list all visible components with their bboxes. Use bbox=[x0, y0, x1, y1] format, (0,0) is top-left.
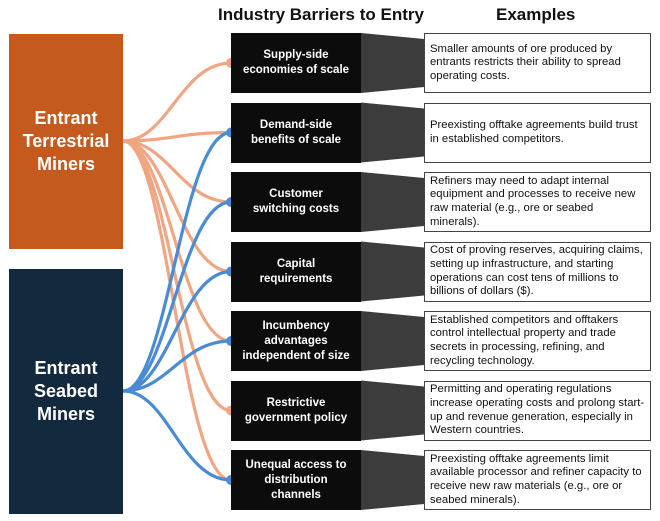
example-box: Cost of proving reserves, acquiring clai… bbox=[424, 241, 651, 302]
terrestrial-link-line bbox=[121, 130, 233, 143]
entrant-seabed-miners: Entrant Seabed Miners bbox=[9, 269, 123, 514]
example-text: Preexisting offtake agreements limit ava… bbox=[430, 452, 642, 506]
example-box: Preexisting offtake agreements build tru… bbox=[424, 102, 651, 163]
example-text: Cost of proving reserves, acquiring clai… bbox=[430, 244, 643, 298]
example-text: Established competitors and offtakers co… bbox=[430, 313, 619, 367]
barrier-label-line: advantages bbox=[264, 334, 328, 347]
terrestrial-link-line bbox=[121, 139, 233, 482]
barrier-connector bbox=[361, 33, 424, 93]
barrier-box: Supply-side economies of scale bbox=[231, 33, 361, 93]
barrier-label-line: Unequal access to bbox=[245, 458, 347, 471]
barrier-connector bbox=[361, 241, 424, 302]
terrestrial-link-line bbox=[121, 139, 233, 343]
barrier-box: Restrictive government policy bbox=[231, 380, 361, 441]
example-box: Established competitors and offtakers co… bbox=[424, 311, 651, 371]
terrestrial-link-line bbox=[121, 61, 233, 143]
barrier-connector bbox=[361, 102, 424, 163]
barrier-label-line: requirements bbox=[259, 272, 333, 285]
example-text: Preexisting offtake agreements build tru… bbox=[430, 118, 638, 145]
barrier-box: Unequal access to distribution channels bbox=[231, 450, 361, 510]
barrier-box: Incumbency advantages independent of size bbox=[231, 311, 361, 371]
barrier-label-line: economies of scale bbox=[242, 64, 350, 76]
seabed-link-line bbox=[121, 269, 233, 393]
seabed-link-line bbox=[121, 200, 233, 393]
barriers-header: Industry Barriers to Entry bbox=[218, 5, 424, 24]
example-text: Smaller amounts of ore produced by entra… bbox=[430, 42, 621, 82]
seabed-link-line bbox=[121, 339, 233, 393]
barrier-label-line: independent of size bbox=[242, 349, 350, 362]
barrier-label-line: switching costs bbox=[252, 203, 340, 215]
example-text: Refiners may need to adapt internal equi… bbox=[430, 174, 636, 228]
barrier-connector bbox=[361, 172, 424, 232]
barrier-label-line: Demand-side bbox=[259, 118, 333, 131]
barrier-connector bbox=[361, 380, 424, 441]
barrier-label-line: distribution bbox=[264, 473, 328, 486]
example-box: Refiners may need to adapt internal equi… bbox=[424, 172, 651, 232]
examples-header: Examples bbox=[496, 5, 576, 24]
terrestrial-label-line: Entrant bbox=[34, 108, 98, 128]
seabed-link-line bbox=[121, 389, 233, 482]
example-text: Permitting and operating regulations inc… bbox=[430, 383, 645, 437]
terrestrial-link-line bbox=[121, 139, 233, 204]
barrier-label-line: Capital bbox=[276, 257, 316, 270]
barrier-label-line: channels bbox=[271, 488, 321, 501]
barrier-connector bbox=[361, 450, 424, 510]
barrier-connector bbox=[361, 311, 424, 371]
example-box: Permitting and operating regulations inc… bbox=[424, 380, 651, 441]
terrestrial-label-line: Terrestrial bbox=[22, 131, 110, 151]
barrier-box: Capital requirements bbox=[231, 241, 361, 302]
barrier-label-line: Customer bbox=[269, 188, 323, 200]
barrier-box: Customer switching costs bbox=[231, 172, 361, 232]
seabed-link-line bbox=[121, 130, 233, 393]
terrestrial-link-line bbox=[121, 139, 233, 274]
barrier-label-line: government policy bbox=[244, 411, 348, 424]
seabed-label-line: Entrant bbox=[34, 358, 98, 378]
barrier-label-line: Incumbency bbox=[262, 319, 330, 332]
seabed-label-line: Seabed bbox=[33, 381, 99, 401]
seabed-label-line: Miners bbox=[36, 404, 96, 424]
barrier-label-line: Supply-side bbox=[263, 49, 329, 61]
example-box: Smaller amounts of ore produced by entra… bbox=[424, 33, 651, 93]
example-box: Preexisting offtake agreements limit ava… bbox=[424, 450, 651, 510]
barrier-label-line: Restrictive bbox=[266, 396, 326, 409]
entrant-terrestrial-miners: Entrant Terrestrial Miners bbox=[9, 34, 123, 249]
terrestrial-label-line: Miners bbox=[36, 154, 96, 174]
barrier-label-line: benefits of scale bbox=[250, 133, 342, 146]
barrier-box: Demand-side benefits of scale bbox=[231, 102, 361, 163]
